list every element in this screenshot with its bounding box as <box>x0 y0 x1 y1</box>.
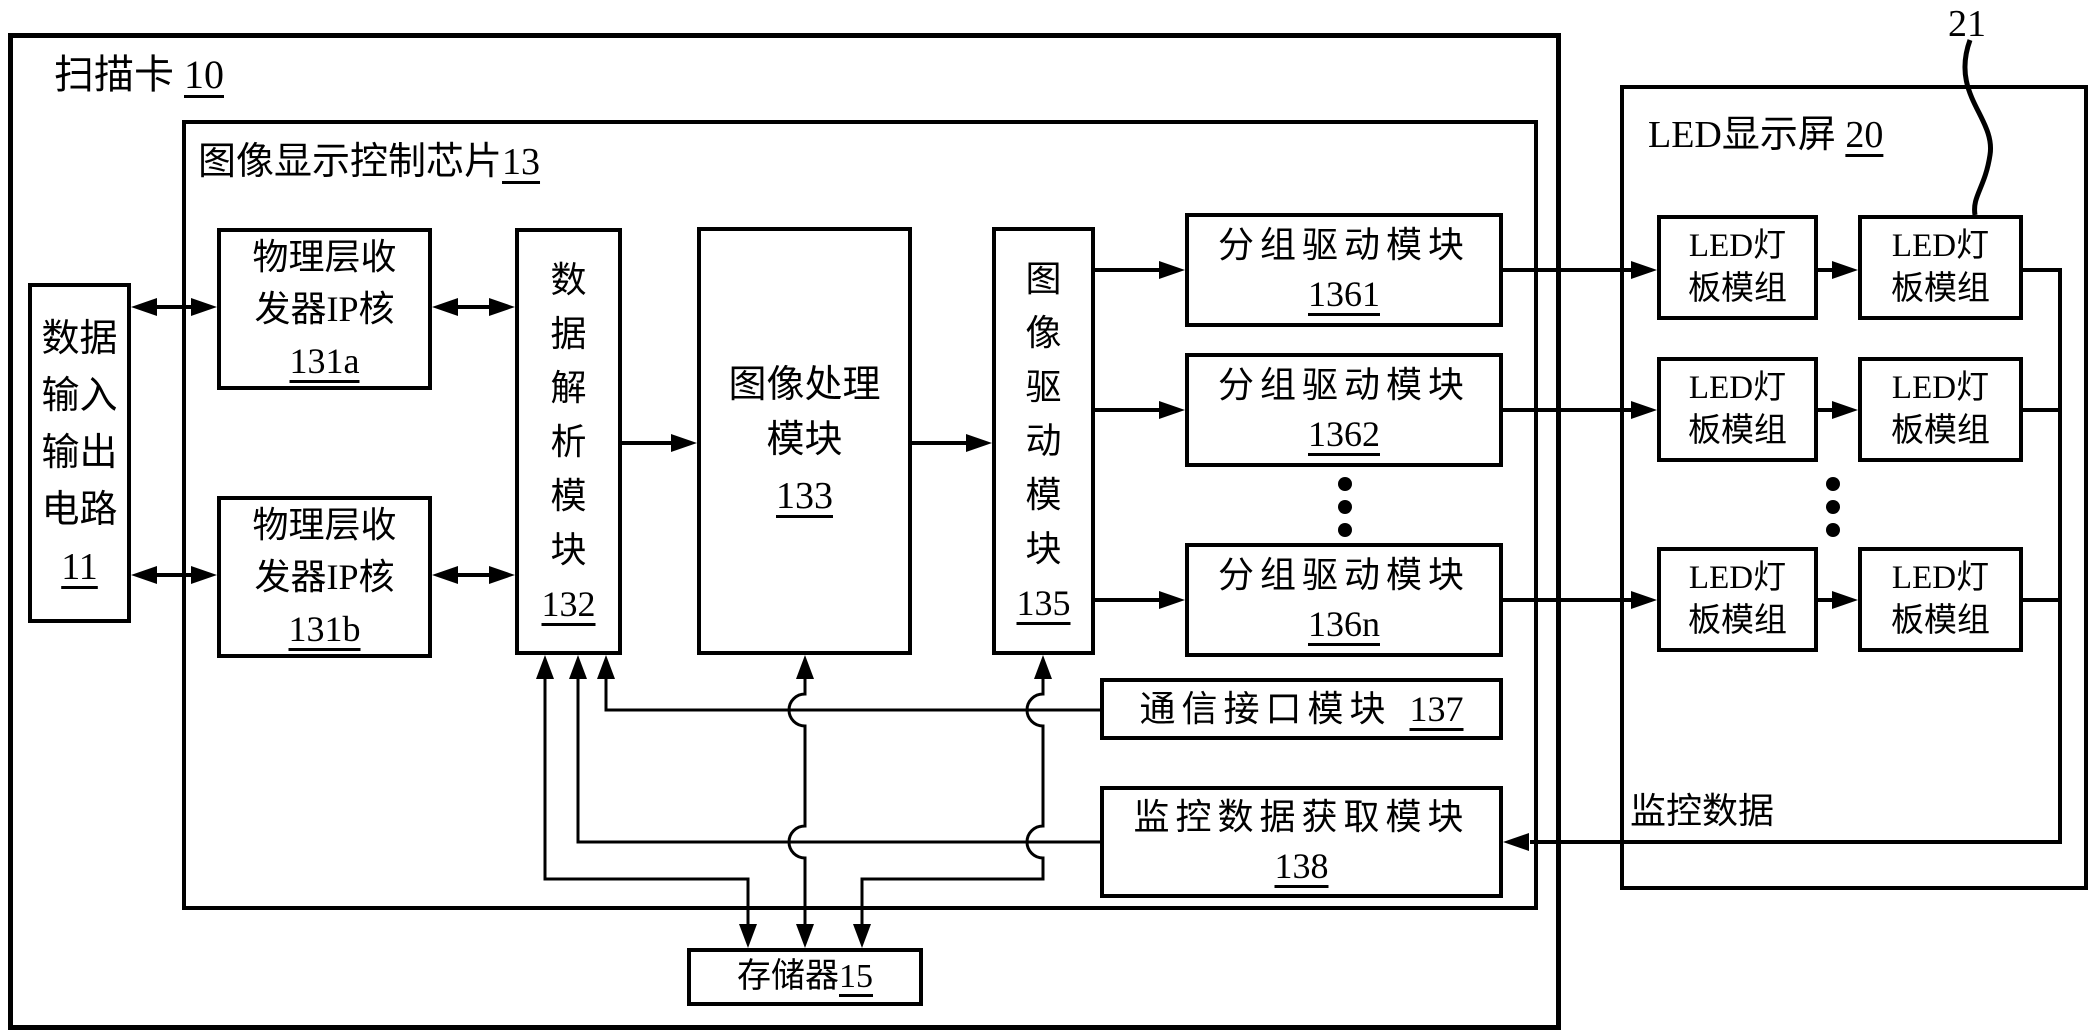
group-driver-1361-box: 分组驱动模块 1361 <box>1185 213 1503 327</box>
image-processor-box: 图像处理 模块 133 <box>697 227 912 655</box>
led-module-r3c2-box: LED灯板模组 <box>1858 547 2023 652</box>
phy-131a-box: 物理层收 发器IP核 131a <box>217 228 432 390</box>
comm-interface-box: 通信接口模块 137 <box>1100 678 1503 740</box>
pointer-21-label: 21 <box>1948 3 1986 45</box>
led-module-r1c1-box: LED灯板模组 <box>1657 215 1818 320</box>
group-driver-1362-box: 分组驱动模块 1362 <box>1185 353 1503 467</box>
chip-label: 图像显示控制芯片13 <box>198 141 541 183</box>
monitor-acquisition-box: 监控数据获取模块 138 <box>1100 786 1503 898</box>
led-module-r2c1-box: LED灯板模组 <box>1657 357 1818 462</box>
led-module-r3c1-box: LED灯板模组 <box>1657 547 1818 652</box>
led-screen-label: LED显示屏 20 <box>1648 114 1884 156</box>
io-circuit-box: 数据 输入 输出 电路 11 <box>28 283 131 623</box>
led-module-r2c2-box: LED灯板模组 <box>1858 357 2023 462</box>
led-module-r1c2-box: LED灯板模组 <box>1858 215 2023 320</box>
phy-131b-box: 物理层收 发器IP核 131b <box>217 496 432 658</box>
monitor-data-label: 监控数据 <box>1630 791 1775 831</box>
scan-card-label: 扫描卡 10 <box>54 52 224 97</box>
led-screen-frame <box>1620 85 2088 890</box>
data-parser-box: 数 据 解 析 模 块 132 <box>515 228 622 655</box>
image-driver-box: 图 像 驱 动 模 块 135 <box>992 227 1095 655</box>
group-driver-136n-box: 分组驱动模块 136n <box>1185 543 1503 657</box>
